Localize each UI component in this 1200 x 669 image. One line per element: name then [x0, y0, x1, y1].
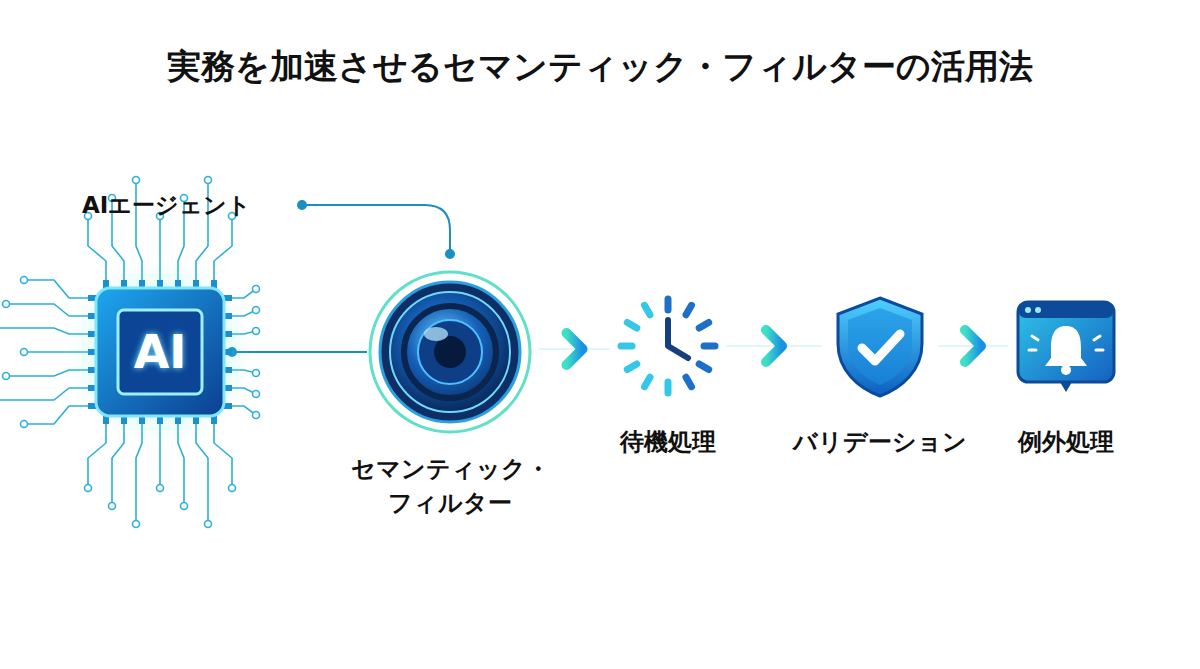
chip-label: AI: [94, 286, 226, 418]
flow-connector: [938, 330, 1008, 362]
flow-connector: [539, 333, 610, 365]
diagram-title: 実務を加速させるセマンティック・フィルターの活用法: [0, 44, 1200, 90]
lens-filter: セマンティック・フィルター: [369, 271, 531, 433]
shield-icon: バリデーション: [830, 296, 930, 396]
node-caption: 例外処理: [1018, 426, 1114, 460]
clock-shape: [618, 296, 718, 396]
ai-chip: AI: [94, 286, 226, 418]
circuit-traces: [0, 177, 260, 528]
flow-connector: [726, 330, 822, 362]
leader-line: [297, 200, 455, 259]
callout-label: AIエージェント: [82, 190, 251, 221]
node-caption: バリデーション: [793, 426, 967, 460]
clock-icon: 待機処理: [618, 296, 718, 396]
node-caption: 待機処理: [620, 426, 716, 460]
shield-shape: [830, 296, 930, 396]
bell-shape: [1016, 296, 1116, 396]
node-caption: セマンティック・フィルター: [349, 453, 551, 520]
lens-shape: [369, 271, 531, 433]
alert-window-icon: 例外処理: [1016, 296, 1116, 396]
